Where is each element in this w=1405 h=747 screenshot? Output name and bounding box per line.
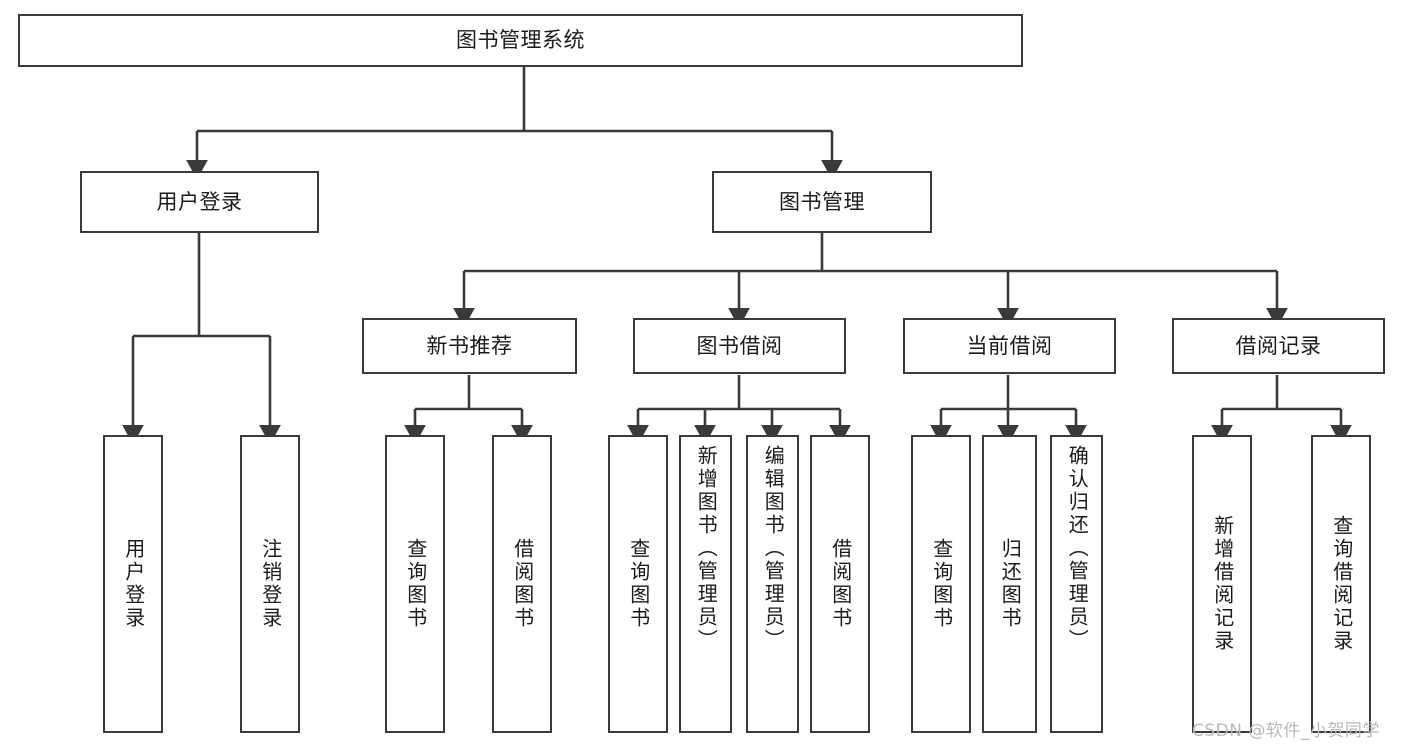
node-book-management-label: 图书管理 xyxy=(779,189,865,214)
node-book-management[interactable]: 图书管理 xyxy=(712,171,932,233)
node-root-label: 图书管理系统 xyxy=(456,28,585,53)
leaf-user-login[interactable]: 用户登录 xyxy=(103,435,163,733)
leaf-current-confirm-return[interactable]: 确认归还（管理员） xyxy=(1050,435,1103,733)
leaf-record-add-record[interactable]: 新增借阅记录 xyxy=(1192,435,1252,733)
leaf-current-return-book[interactable]: 归还图书 xyxy=(982,435,1037,733)
node-book-borrow-label: 图书借阅 xyxy=(696,333,783,358)
leaf-borrow-query-book[interactable]: 查询图书 xyxy=(608,435,668,733)
node-book-borrow[interactable]: 图书借阅 xyxy=(633,318,846,374)
leaf-borrow-edit-book[interactable]: 编辑图书（管理员） xyxy=(746,435,799,733)
leaf-borrow-query-book-label: 查询图书 xyxy=(626,538,651,630)
node-borrow-record-label: 借阅记录 xyxy=(1235,333,1322,358)
leaf-borrow-add-book-label: 新增图书（管理员） xyxy=(694,445,719,652)
node-user-login[interactable]: 用户登录 xyxy=(80,171,319,233)
leaf-newbook-query-book-label: 查询图书 xyxy=(403,538,428,630)
leaf-record-query-record-label: 查询借阅记录 xyxy=(1329,515,1354,653)
node-new-book-recommend-label: 新书推荐 xyxy=(426,333,513,358)
leaf-user-logout-label: 注销登录 xyxy=(258,538,283,630)
leaf-current-query-book[interactable]: 查询图书 xyxy=(911,435,971,733)
leaf-record-add-record-label: 新增借阅记录 xyxy=(1210,515,1235,653)
leaf-newbook-borrow-book[interactable]: 借阅图书 xyxy=(492,435,552,733)
leaf-user-login-label: 用户登录 xyxy=(121,538,146,630)
leaf-record-query-record[interactable]: 查询借阅记录 xyxy=(1311,435,1371,733)
leaf-borrow-edit-book-label: 编辑图书（管理员） xyxy=(761,445,786,652)
csdn-watermark: CSDN @软件_小贺同学 xyxy=(1192,721,1380,741)
leaf-borrow-borrow-book-label: 借阅图书 xyxy=(828,538,853,630)
node-new-book-recommend[interactable]: 新书推荐 xyxy=(362,318,577,374)
node-user-login-label: 用户登录 xyxy=(156,189,243,214)
node-current-borrow-label: 当前借阅 xyxy=(966,333,1053,358)
leaf-user-logout[interactable]: 注销登录 xyxy=(240,435,300,733)
node-current-borrow[interactable]: 当前借阅 xyxy=(903,318,1116,374)
leaf-current-query-book-label: 查询图书 xyxy=(929,538,954,630)
leaf-current-return-book-label: 归还图书 xyxy=(998,538,1023,630)
leaf-borrow-add-book[interactable]: 新增图书（管理员） xyxy=(679,435,732,733)
leaf-current-confirm-return-label: 确认归还（管理员） xyxy=(1065,445,1090,652)
leaf-borrow-borrow-book[interactable]: 借阅图书 xyxy=(810,435,870,733)
node-root[interactable]: 图书管理系统 xyxy=(18,14,1023,67)
node-borrow-record[interactable]: 借阅记录 xyxy=(1172,318,1385,374)
leaf-newbook-query-book[interactable]: 查询图书 xyxy=(385,435,445,733)
leaf-newbook-borrow-book-label: 借阅图书 xyxy=(510,538,535,630)
